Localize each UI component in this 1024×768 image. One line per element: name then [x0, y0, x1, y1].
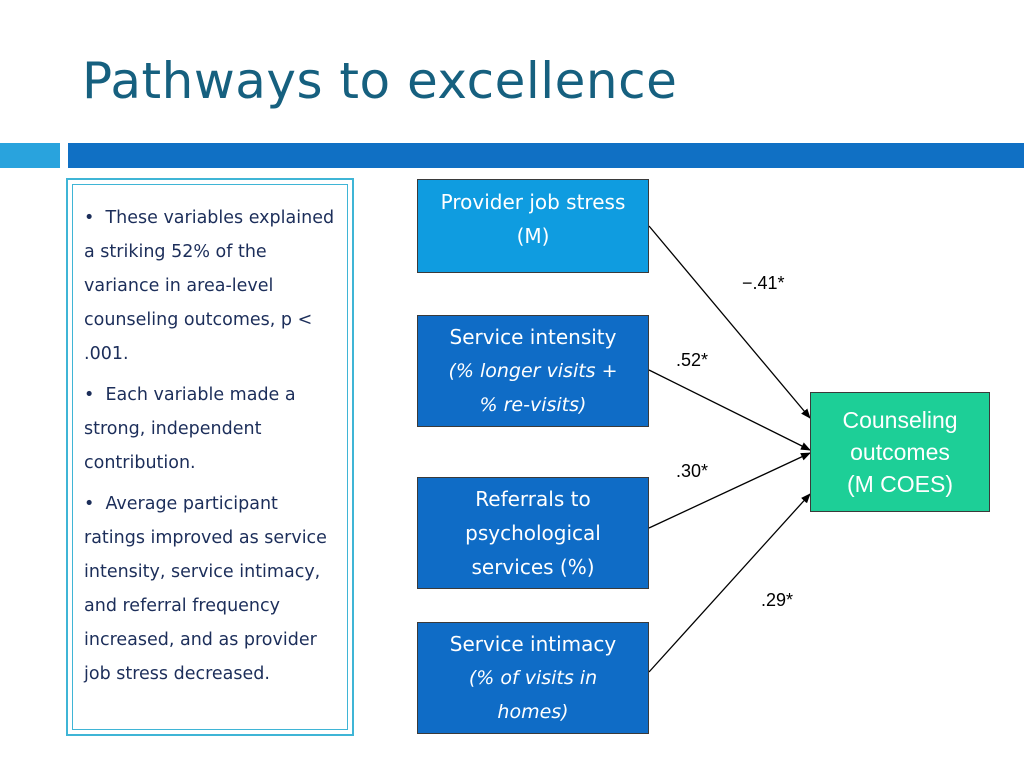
node-sublabel: (% of visits in [468, 667, 598, 689]
node-counseling-outcomes: Counseling outcomes (M COES) [810, 392, 990, 512]
bullet-list: • These variables explained a striking 5… [84, 201, 342, 698]
node-label: Referrals to [475, 487, 591, 511]
node-label: Provider job stress [440, 190, 626, 214]
node-sublabel: % re-visits) [479, 394, 587, 416]
coef-intensity: .52* [676, 350, 709, 370]
node-label: outcomes [850, 439, 950, 465]
node-referrals: Referrals to psychological services (%) [417, 477, 649, 589]
bullet-box [66, 178, 354, 736]
coef-intimacy: .29* [761, 590, 794, 610]
bullet-item: • These variables explained a striking 5… [84, 208, 335, 364]
node-sublabel: homes) [497, 701, 569, 723]
bullet-box-inner-border [72, 184, 348, 730]
coef-stress: −.41* [742, 273, 785, 293]
node-sublabel: (% longer visits + [448, 360, 618, 382]
bullet-text: Average participant ratings improved as … [84, 494, 327, 684]
arrow-intimacy-outcomes [648, 493, 811, 673]
node-label: (M) [516, 224, 550, 248]
node-label: services (%) [471, 555, 595, 579]
node-label: Service intimacy [449, 632, 617, 656]
arrow-referrals-outcomes [648, 452, 811, 529]
node-provider-job-stress: Provider job stress (M) [417, 179, 649, 273]
bullet-text: These variables explained a striking 52%… [84, 208, 335, 364]
node-label: Counseling [842, 407, 958, 433]
slide-title: Pathways to excellence [82, 52, 678, 110]
node-service-intensity: Service intensity (% longer visits + % r… [417, 315, 649, 427]
bullet-text: Each variable made a strong, independent… [84, 385, 296, 473]
bullet-item: • Average participant ratings improved a… [84, 494, 327, 684]
node-service-intimacy: Service intimacy (% of visits in homes) [417, 622, 649, 734]
coef-referrals: .30* [676, 461, 709, 481]
node-label: Service intensity [449, 325, 617, 349]
accent-bar-left [0, 143, 60, 168]
accent-bar-right [68, 143, 1024, 168]
node-label: psychological [465, 521, 601, 545]
arrow-stress-outcomes [648, 225, 811, 419]
node-label: (M COES) [846, 471, 954, 497]
arrow-intensity-outcomes [648, 369, 811, 451]
bullet-item: • Each variable made a strong, independe… [84, 385, 296, 473]
